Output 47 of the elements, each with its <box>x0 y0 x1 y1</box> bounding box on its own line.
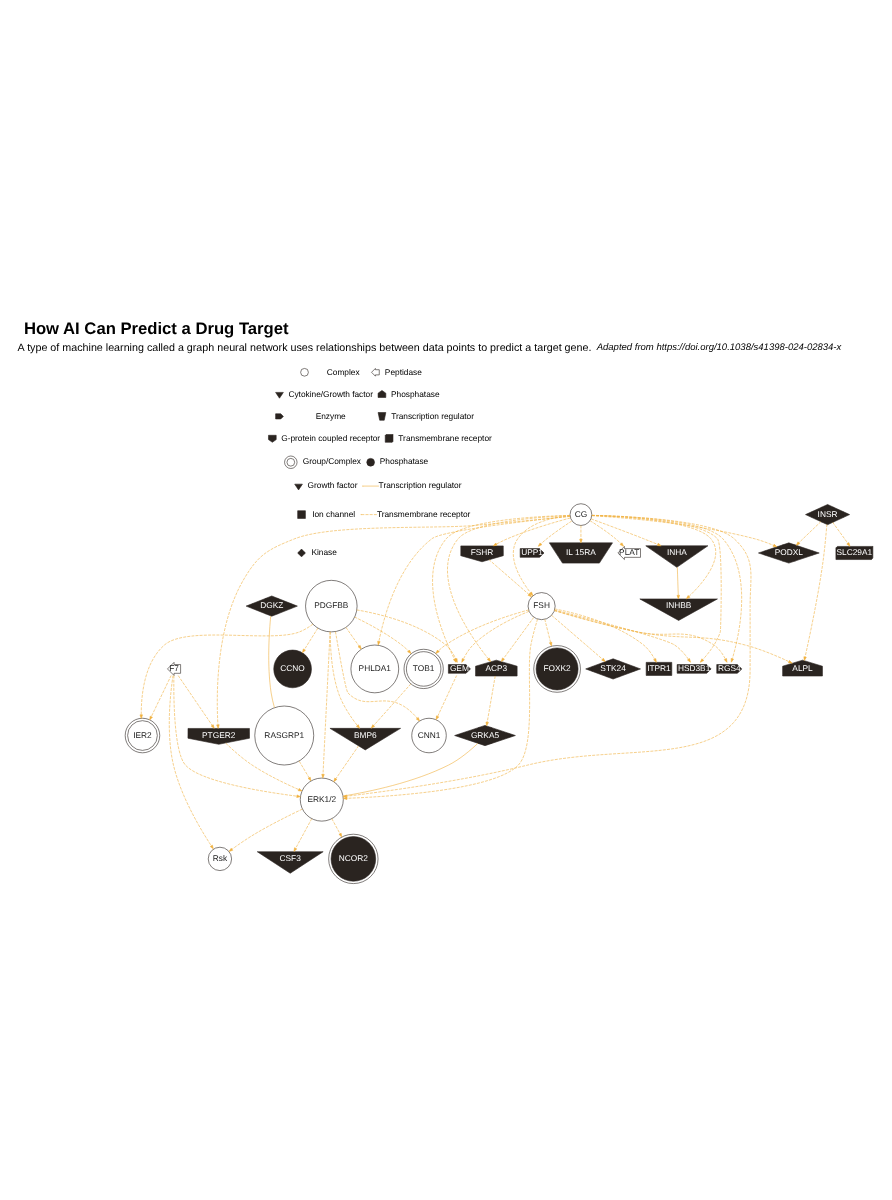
arrow <box>591 514 717 599</box>
arrow <box>538 519 573 546</box>
arrow <box>513 514 571 595</box>
arrow <box>435 608 529 653</box>
arrow <box>554 609 728 662</box>
arrow <box>501 616 535 661</box>
arrow <box>228 807 303 851</box>
arrow <box>335 630 420 721</box>
arrow <box>676 565 680 599</box>
arrow <box>225 741 303 791</box>
arrow <box>796 520 822 545</box>
arrow <box>832 521 851 546</box>
arrow <box>485 674 496 726</box>
arrow <box>579 524 583 543</box>
arrow <box>169 674 214 849</box>
arrow <box>302 626 319 652</box>
arrow <box>544 618 553 646</box>
arrow <box>590 517 662 546</box>
arrow <box>356 608 458 662</box>
arrow <box>589 519 624 546</box>
arrow <box>591 514 778 547</box>
arrow <box>554 607 657 662</box>
arrow <box>216 515 571 728</box>
arrow <box>551 614 606 661</box>
arrow <box>435 674 457 719</box>
arrow <box>554 609 793 663</box>
arrow <box>493 516 571 546</box>
diagram-title: How AI Can Predict a Drug Target <box>23 316 289 337</box>
arrow <box>139 622 314 718</box>
arrow <box>345 626 362 649</box>
arrow <box>370 682 412 728</box>
arrow <box>321 630 331 778</box>
arrow <box>177 674 215 728</box>
arrow <box>149 674 172 720</box>
arrow <box>173 674 301 797</box>
arrow <box>333 744 359 781</box>
arrow <box>803 523 828 660</box>
arrow <box>293 817 312 851</box>
arrow <box>461 610 530 662</box>
connector <box>268 614 275 707</box>
arrow <box>377 515 571 645</box>
arrow <box>554 608 691 662</box>
arrow <box>331 817 343 837</box>
arrow <box>329 630 360 728</box>
arrow <box>488 558 532 597</box>
arrow <box>354 615 412 653</box>
arrow <box>298 759 312 781</box>
